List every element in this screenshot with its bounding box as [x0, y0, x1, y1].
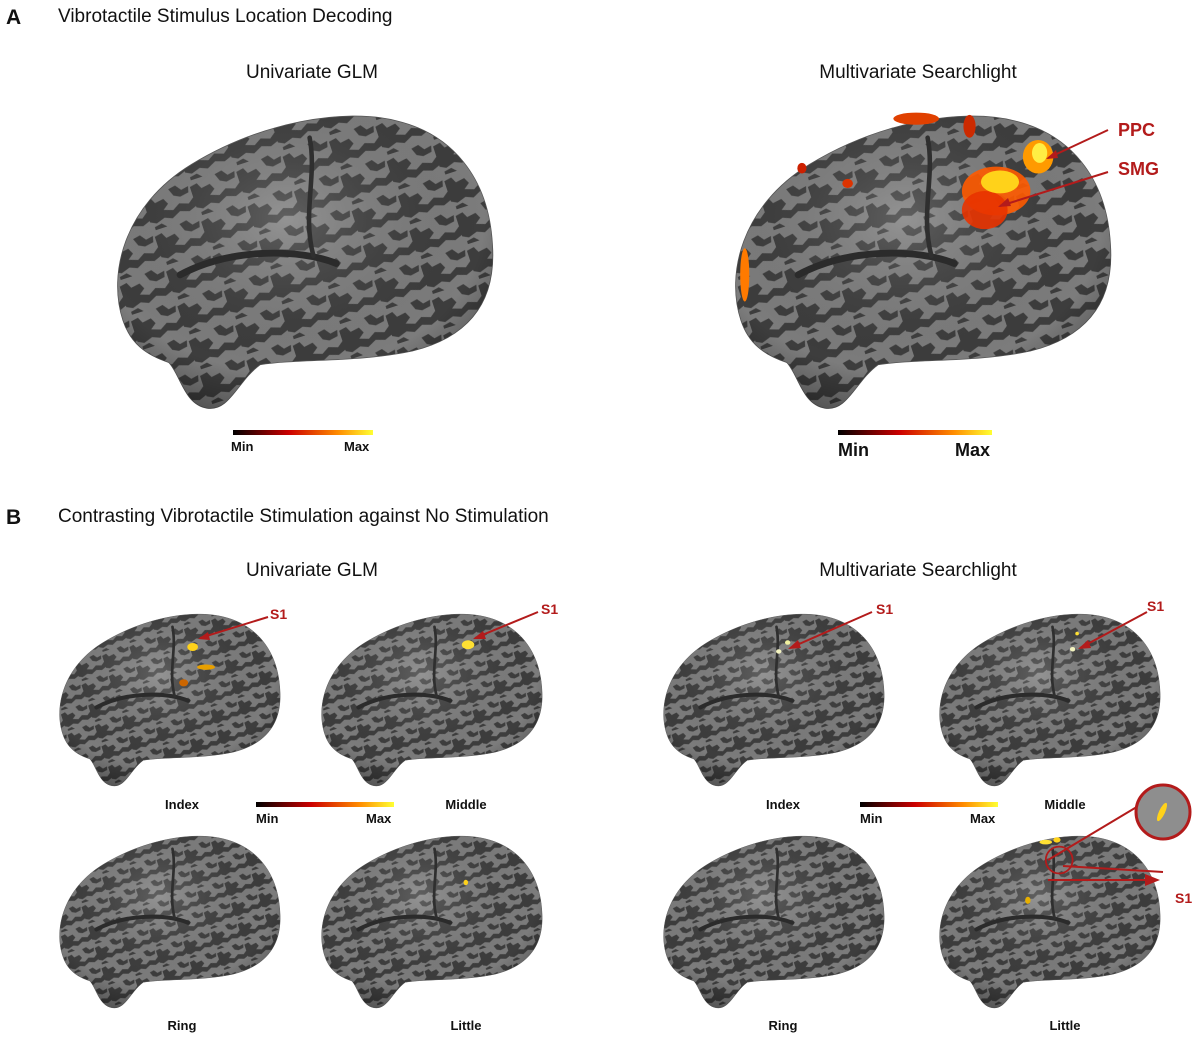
callout-s1-middle-univariate: S1 — [541, 601, 559, 617]
panel-a-callout-arrows — [998, 129, 1109, 207]
callout-ppc: PPC — [1118, 120, 1156, 140]
colorbar-b-right — [860, 802, 998, 807]
label-middle-searchlight: Middle — [1044, 797, 1086, 812]
callout-s1-index-searchlight: S1 — [876, 601, 894, 617]
label-index-searchlight: Index — [766, 797, 800, 812]
brain-b-univariate-little — [300, 822, 560, 1010]
panel-b-left-title: Univariate GLM — [246, 560, 378, 581]
colorbar-a-right-max: Max — [955, 440, 991, 460]
colorbar-a-left-max: Max — [344, 439, 370, 454]
panel-b-title: Contrasting Vibrotactile Stimulation aga… — [58, 506, 549, 527]
brain-a-searchlight — [690, 112, 1150, 412]
panel-b-letter: B — [6, 506, 22, 529]
brain-b-searchlight-little — [918, 822, 1178, 1010]
label-ring-univariate: Ring — [167, 1018, 197, 1033]
panel-a-right-title: Multivariate Searchlight — [819, 62, 1017, 83]
panel-a-left-title: Univariate GLM — [246, 62, 378, 83]
colorbar-b-left-min: Min — [256, 811, 279, 826]
colorbar-b-left-max: Max — [366, 811, 392, 826]
label-little-univariate: Little — [450, 1018, 482, 1033]
label-middle-univariate: Middle — [445, 797, 487, 812]
brain-b-searchlight-index — [642, 600, 902, 788]
colorbar-b-left — [256, 802, 394, 807]
brain-b-searchlight-middle — [918, 600, 1178, 788]
colorbar-a-left-min: Min — [231, 439, 254, 454]
panel-b-right-title: Multivariate Searchlight — [819, 560, 1017, 581]
colorbar-b-right-max: Max — [970, 811, 996, 826]
panel-a-title: Vibrotactile Stimulus Location Decoding — [58, 6, 393, 27]
brain-b-univariate-index — [38, 600, 298, 788]
label-ring-searchlight: Ring — [768, 1018, 798, 1033]
colorbar-a-right — [838, 430, 992, 435]
panel-a-letter: A — [6, 6, 22, 29]
brain-b-univariate-middle — [300, 600, 560, 788]
label-little-searchlight: Little — [1049, 1018, 1081, 1033]
activation-blobs — [740, 112, 1054, 302]
colorbar-a-left — [233, 430, 373, 435]
colorbar-a-right-min: Min — [838, 440, 869, 460]
callout-s1-middle-searchlight: S1 — [1147, 598, 1165, 614]
label-index-univariate: Index — [165, 797, 199, 812]
callout-s1-index-univariate: S1 — [270, 606, 288, 622]
callout-s1-little-searchlight: S1 — [1175, 890, 1193, 906]
colorbar-b-right-min: Min — [860, 811, 883, 826]
callout-smg: SMG — [1118, 159, 1160, 179]
